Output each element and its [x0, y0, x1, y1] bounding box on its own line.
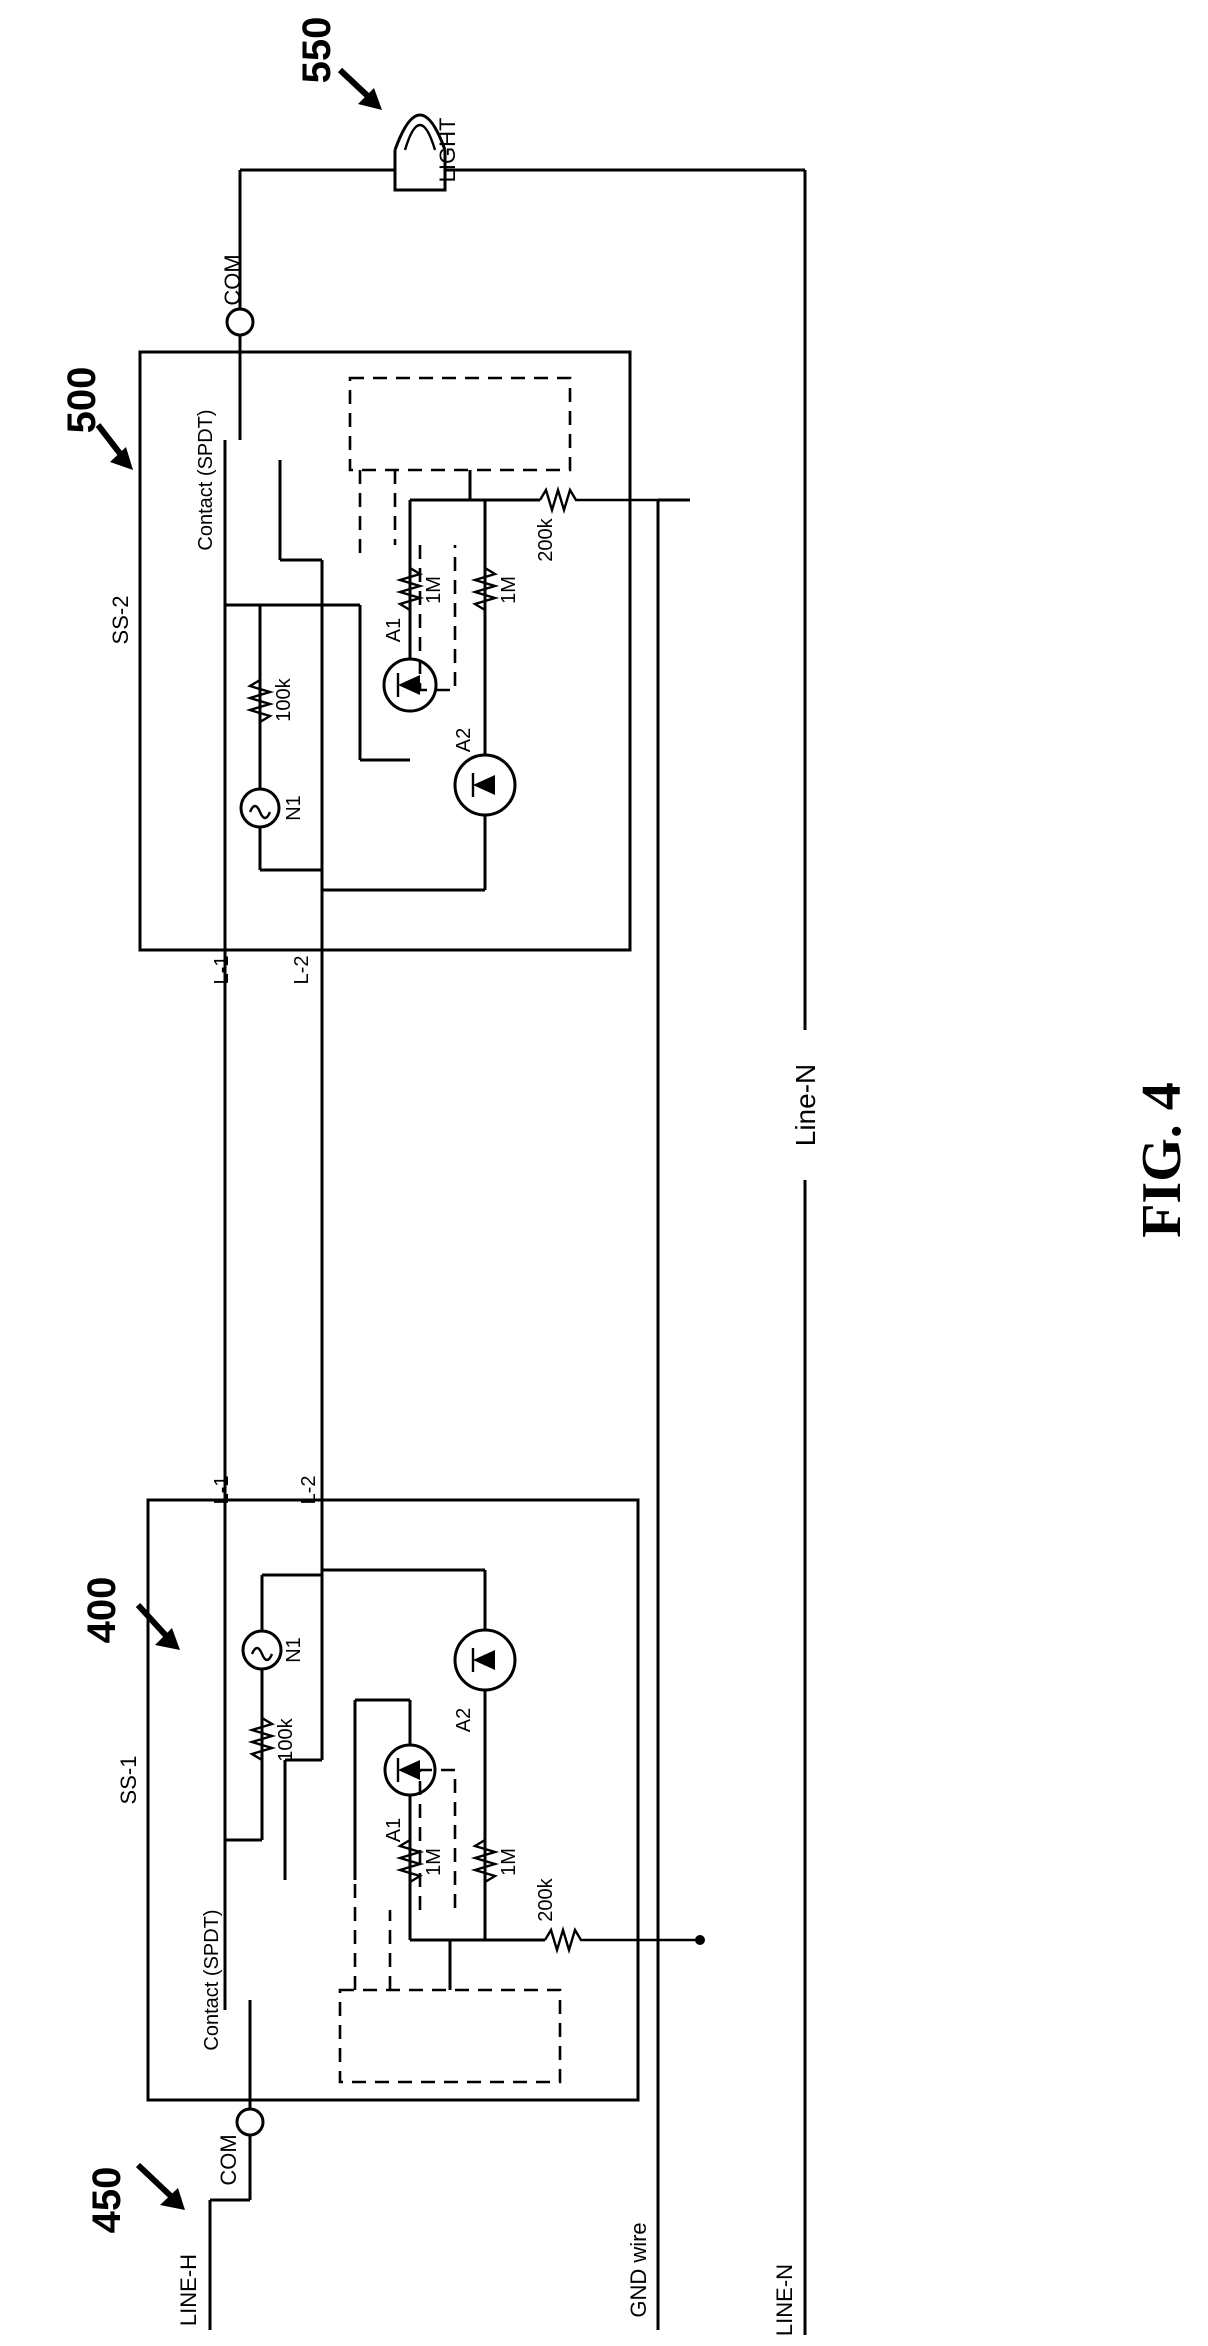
ss2-control-module	[348, 376, 572, 472]
ss2-a1-label: A1	[383, 618, 405, 642]
ss1-switch-box	[146, 1498, 640, 2102]
ss2-n1-neon-lamp	[239, 787, 281, 829]
ss1-l2-label: L-2	[298, 1476, 320, 1505]
ss2-label: SS-2	[108, 596, 133, 645]
light-bulb-icon	[393, 113, 447, 151]
ss1-neon-symbol	[250, 1646, 274, 1662]
light-filament-icon	[403, 124, 437, 151]
ss2-1m-a-label: 1M	[423, 576, 445, 604]
ss1-a2-1m-resistor	[470, 1838, 500, 1884]
com-right-label: COM	[220, 254, 245, 305]
ss1-com-terminal	[235, 2107, 265, 2137]
ref-450-label: 450	[85, 2167, 129, 2234]
ref-550: 550	[295, 17, 382, 110]
line-n-label: LINE-N	[772, 2264, 797, 2336]
ss2-a2-diode-icon	[473, 775, 495, 795]
ss1-n1-neon-lamp	[241, 1629, 283, 1671]
ref-450-arrow	[135, 2162, 178, 2203]
ref-400-label: 400	[80, 1577, 124, 1644]
line-n-mid-label: Line-N	[790, 1064, 821, 1146]
light-label: LIGHT	[435, 118, 460, 183]
figure-caption: FIG. 4	[1131, 1082, 1193, 1238]
ss1-a2-label: A2	[453, 1708, 475, 1732]
ss2-100k-label: 100k	[273, 677, 295, 721]
ss1-l1-label: L-1	[211, 1476, 233, 1505]
ss2-contact-label: Contact (SPDT)	[195, 409, 217, 550]
ref-500: 500	[60, 367, 133, 470]
ss2-200k-label: 200k	[535, 517, 557, 561]
ss1-control-module	[338, 1988, 562, 2084]
ss1-contact-label: Contact (SPDT)	[201, 1909, 223, 2050]
ss2-com-terminal	[225, 307, 255, 337]
ss1-1m-a-label: 1M	[423, 1848, 445, 1876]
ss2-n1-label: N1	[283, 795, 305, 821]
ss1-a1-1m-resistor	[395, 1838, 425, 1884]
ss1-a2-diode-icon	[473, 1650, 495, 1670]
ss1-ground-node	[695, 1935, 705, 1945]
ss1-dash-link3	[418, 1768, 457, 1910]
ss2-100k-resistor	[245, 678, 275, 724]
gnd-wire-label: GND wire	[626, 2222, 651, 2317]
ss2-neon-symbol	[248, 804, 272, 820]
ss2-a2-label: A2	[453, 728, 475, 752]
light-base	[393, 150, 447, 192]
ss1-1m-b-label: 1M	[498, 1848, 520, 1876]
ss1-label: SS-1	[116, 1756, 141, 1805]
ref-550-label: 550	[295, 17, 339, 84]
ss2-l2-label: L-2	[291, 956, 313, 985]
com-left-label: COM	[216, 2134, 241, 2185]
ss1-n1-label: N1	[283, 1637, 305, 1663]
ref-500-label: 500	[60, 367, 104, 434]
ss2-200k-resistor	[538, 485, 658, 515]
ss1-100k-resistor	[247, 1716, 277, 1762]
ss2-dash-link3	[418, 545, 457, 692]
ss2-switch-box	[138, 350, 632, 952]
ss1-a1-label: A1	[383, 1818, 405, 1842]
ss1-200k-label: 200k	[535, 1877, 557, 1921]
ss1-a1-diode-icon	[398, 1760, 420, 1780]
ss1-200k-resistor	[543, 1925, 700, 1955]
ss2-l1-label: L-1	[211, 956, 233, 985]
ref-550-arrow	[337, 67, 375, 103]
ref-400: 400	[80, 1577, 180, 1650]
line-h-label: LINE-H	[176, 2254, 201, 2326]
ref-450: 450	[85, 2162, 185, 2234]
ref-400-arrow	[135, 1602, 173, 1643]
ss2-a1-1m-resistor	[395, 566, 425, 612]
ss2-1m-b-label: 1M	[498, 576, 520, 604]
ss2-a1-diode-icon	[398, 675, 420, 695]
ss2-a2-1m-resistor	[470, 566, 500, 612]
ss1-100k-label: 100k	[275, 1717, 297, 1761]
